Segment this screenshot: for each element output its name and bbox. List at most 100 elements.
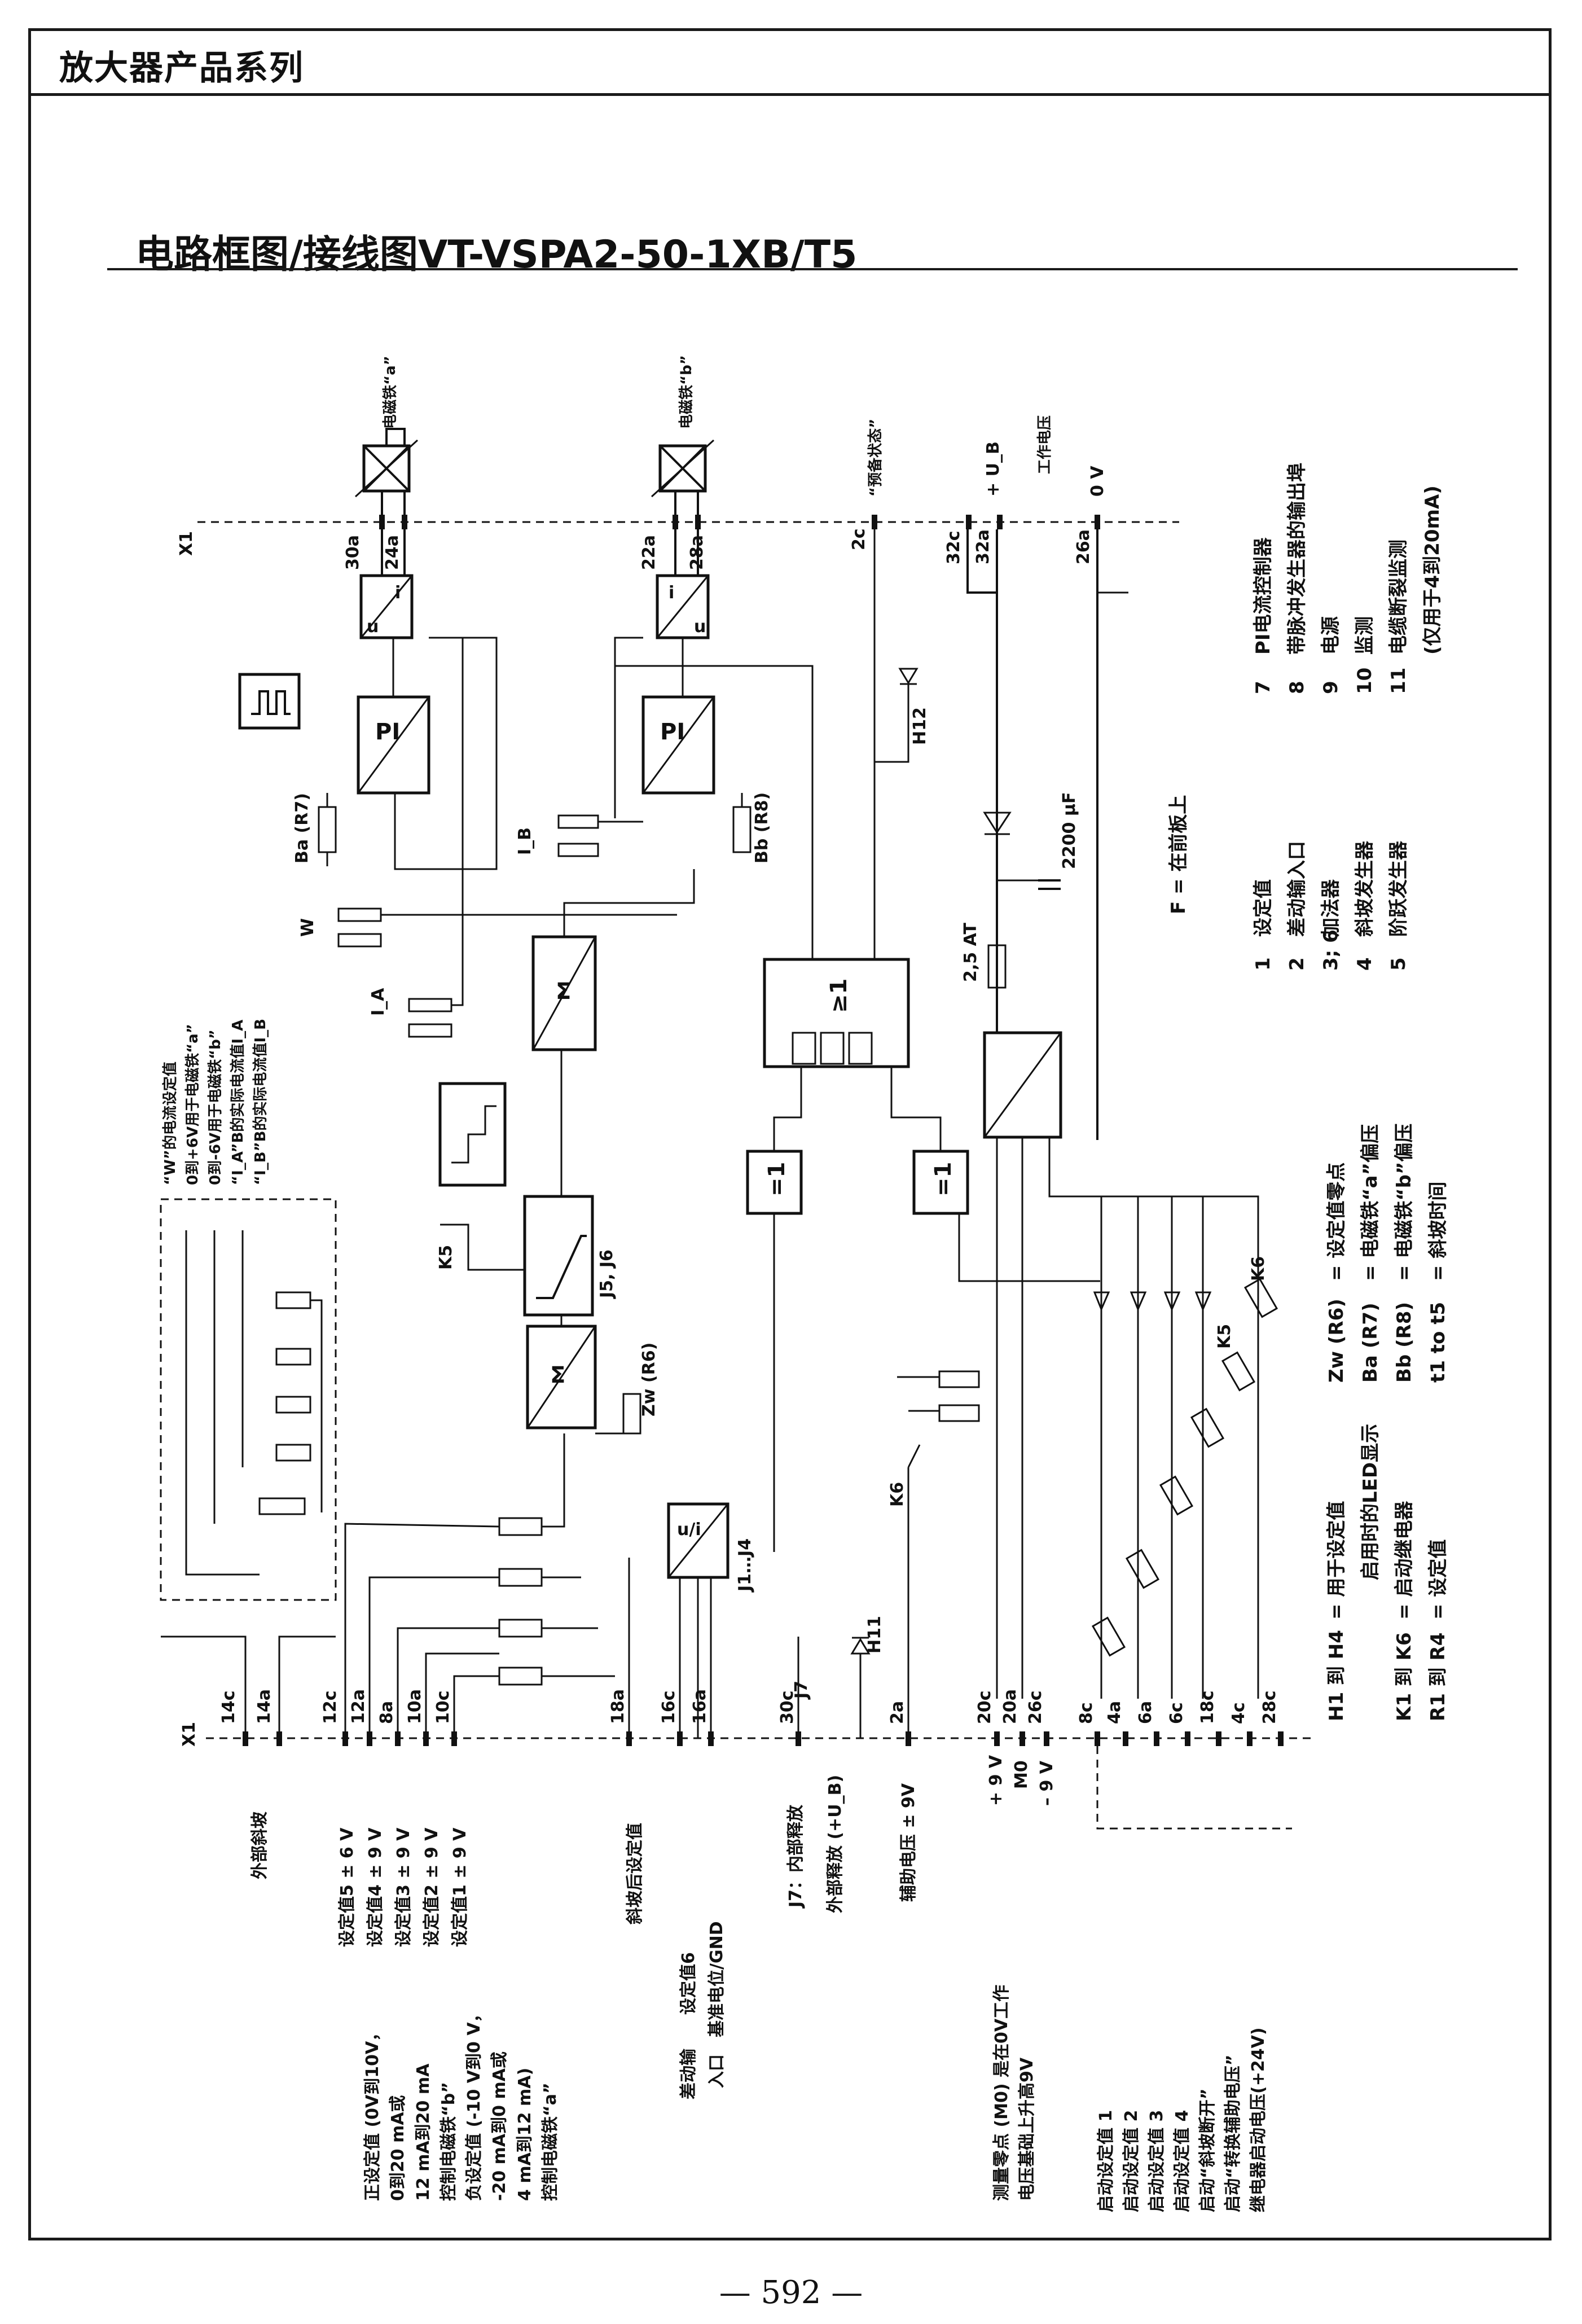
pi-controller-a	[357, 695, 430, 795]
summer-3-sigma: Σ	[550, 1362, 565, 1388]
top-pin-label-26a: 26a	[1074, 529, 1093, 564]
note-w-3: “I_A”B的实际电流值I_A	[229, 1020, 247, 1185]
abbrev-text-t: = 斜坡时间	[1427, 1182, 1449, 1281]
wire-ub	[966, 529, 998, 594]
diode	[983, 812, 1012, 834]
w-label: W	[298, 918, 318, 937]
output-a-i: i	[395, 583, 401, 603]
logic-or	[763, 958, 910, 1068]
output-b-i: i	[669, 583, 674, 603]
input-notes: 正设定值 (0V到10V， 0到20 mA或 12 mA到20 mA 控制电磁铁…	[363, 2005, 560, 2201]
legend-text-7: PI电流控制器	[1252, 537, 1275, 655]
abbrev-text-r: = 设定值	[1427, 1540, 1449, 1620]
pot-bb	[732, 793, 752, 853]
top-pin-2c: 2c	[849, 515, 877, 550]
input-note-3: 控制电磁铁“b”	[439, 2082, 459, 2201]
output-a-u: u	[367, 617, 379, 637]
pin-12c: 12c	[320, 1690, 340, 1724]
set3-label: 设定值3 ± 9 V	[394, 1827, 414, 1947]
socket-w	[337, 907, 677, 948]
legend-no-9: 9	[1320, 681, 1342, 694]
solenoid-a-label: 电磁铁“a”	[381, 356, 399, 429]
solenoid-b	[651, 439, 715, 522]
set2-label: 设定值2 ± 9 V	[422, 1827, 442, 1947]
bb-label: Bb (R8)	[752, 792, 772, 863]
wire-a-feedback	[394, 637, 498, 870]
socket-ia	[408, 638, 464, 1038]
ramp-pots	[185, 1230, 323, 1576]
top-pin-32c: 32c	[944, 515, 972, 564]
top-pin-label-22a: 22a	[639, 535, 659, 570]
solenoid-a	[354, 428, 419, 522]
legend-text-9: 电源	[1320, 616, 1342, 655]
abbrev-key-ba: Ba (R7)	[1359, 1303, 1382, 1383]
output-stage-a	[359, 529, 414, 639]
legend-no-1: 1	[1252, 957, 1275, 971]
summer-6-sigma: Σ	[556, 979, 571, 1005]
input-note-0: 正设定值 (0V到10V，	[363, 2024, 383, 2201]
abbrev-text-zw: = 设定值零点	[1325, 1163, 1348, 1281]
pin-4a: 4a	[1105, 1701, 1124, 1724]
zero-note-1: 电压基础上升高9V	[1017, 2057, 1037, 2201]
abbrev-text-ba: = 电磁铁“a”偏压	[1359, 1124, 1382, 1281]
abbrev-text-h2: 启用时的LED显示	[1359, 1424, 1382, 1580]
pin-14a: 14a	[254, 1689, 274, 1724]
abbrev-key-zw: Zw (R6)	[1325, 1299, 1348, 1383]
legend-text-11b: (仅用于4到20mA)	[1421, 485, 1444, 655]
plus9-label: + 9 V	[986, 1755, 1006, 1806]
pin-6c: 6c	[1167, 1702, 1186, 1724]
legend-no-2: 2	[1286, 957, 1308, 971]
pin-6a: 6a	[1136, 1701, 1155, 1724]
m0-label: M0	[1012, 1760, 1031, 1789]
zero-v-label: 0 V	[1088, 466, 1108, 497]
zw-label: Zw (R6)	[639, 1343, 659, 1417]
wire-k5	[440, 1224, 525, 1271]
summer-3	[526, 1325, 597, 1430]
step-generator	[438, 1082, 507, 1187]
minus9-label: – 9 V	[1037, 1760, 1057, 1806]
j14-label: J1…J4	[735, 1538, 755, 1593]
h12-label: H12	[910, 707, 930, 745]
xor-11-label: =1	[764, 1162, 790, 1196]
h11-label: H11	[865, 1616, 885, 1654]
legend-text-8: 带脉冲发生器的输出埠	[1286, 463, 1308, 655]
note-w: “W”的电流设定值 0到+6V用于电磁铁“a” 0到-6V用于电磁铁“b” “I…	[161, 1019, 269, 1185]
wire-relay-supply	[1048, 1137, 1259, 1699]
wire-b-feedback	[614, 637, 643, 818]
pi-a-label: PI	[375, 719, 400, 745]
k6-relay-label: K6	[1249, 1256, 1268, 1281]
top-pin-label-2c: 2c	[849, 528, 869, 550]
relay-note-4: 启动“斜坡断开”	[1198, 2089, 1218, 2212]
pin-28c: 28c	[1260, 1690, 1280, 1724]
set6-label: 设定值6	[679, 1952, 698, 2015]
wire-or-in	[615, 665, 814, 959]
abbrev-text-k: = 启动继电器	[1393, 1501, 1416, 1620]
legend-no-7: 7	[1252, 681, 1275, 694]
input-note-1: 0到20 mA或	[388, 2095, 408, 2201]
aux-voltage-label: 辅助电压 ± 9V	[899, 1783, 919, 1902]
ramp-time-box	[160, 1198, 337, 1601]
top-pin-22a: 22a	[639, 515, 678, 570]
ia-label: I_A	[368, 988, 388, 1016]
note-w-4: “I_B”B的实际电流值I_B	[252, 1019, 269, 1185]
abbrev-key-h: H1 到 H4	[1325, 1630, 1348, 1721]
ref-gnd-label: 基准电位/GND	[707, 1921, 727, 2037]
note-w-1: 0到+6V用于电磁铁“a”	[184, 1024, 201, 1185]
relay-coils	[1091, 1278, 1278, 1657]
title-rule	[107, 268, 1518, 270]
note-w-2: 0到-6V用于电磁铁“b”	[206, 1029, 224, 1185]
xor-10-label: =1	[930, 1162, 956, 1196]
diff-input-label: 差动输	[679, 2048, 698, 2099]
front-panel-note: F = 在前板上	[1167, 795, 1190, 914]
pin-16a: 16a	[690, 1689, 710, 1724]
pulse-generator	[238, 673, 301, 730]
legend-no-10: 10	[1354, 668, 1376, 694]
abbrev-key-t: t1 to t5	[1427, 1302, 1449, 1383]
legend-numbers: 1 设定值 2 差动输入口 3; 6 加法器 4 斜坡发生器 5 阶跃发生器 7…	[1252, 463, 1444, 971]
input-note-4: 负设定值 (-10 V到0 V，	[464, 2005, 484, 2201]
legend-text-2: 差动输入口	[1286, 841, 1308, 937]
bottom-pins	[243, 1731, 1284, 1746]
diff-ui-label: u/i	[677, 1520, 701, 1540]
abbrev-text-bb: = 电磁铁“b”偏压	[1393, 1124, 1416, 1281]
cap-label: 2200 µF	[1060, 792, 1079, 869]
